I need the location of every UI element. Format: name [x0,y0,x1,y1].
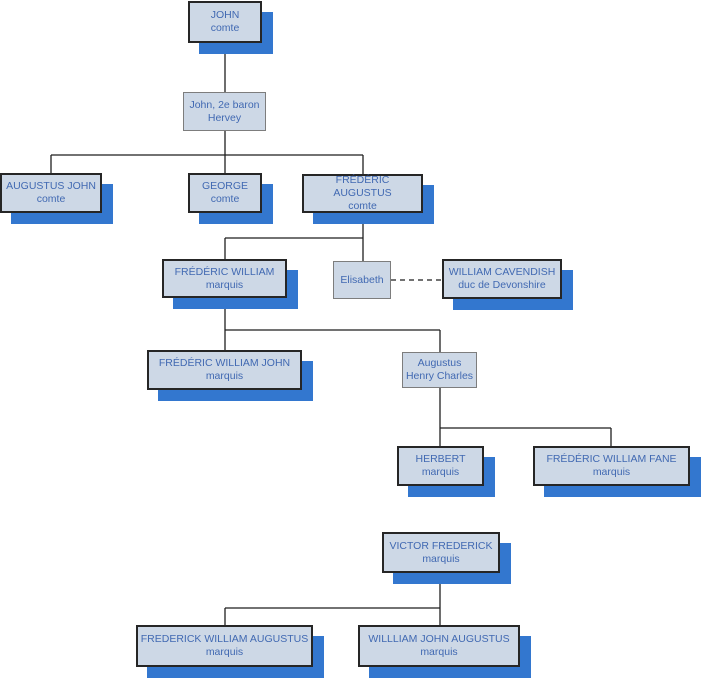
node-title: comte [210,193,240,205]
node-title: Henry Charles [405,370,474,382]
node-frederic-william-fane: FRÉDÉRIC WILLIAM FANE marquis [533,446,690,486]
node-augustus-henry-charles: Augustus Henry Charles [402,352,477,388]
node-title: comte [348,200,377,212]
node-frederic-william-john: FRÉDÉRIC WILLIAM JOHN marquis [147,350,302,390]
node-name: Augustus [417,357,462,369]
node-title: comte [36,193,66,205]
node-title: duc de Devonshire [458,279,546,291]
node-william-cavendish: WILLIAM CAVENDISH duc de Devonshire [442,259,562,299]
node-george: GEORGE comte [188,173,262,213]
node-name: WILLLIAM JOHN AUGUSTUS [368,633,510,645]
node-name: AUGUSTUS JOHN [6,180,96,192]
node-john-2e-baron-hervey: John, 2e baron Hervey [183,92,266,131]
node-name: Elisabeth [340,273,384,286]
node-name: FRÉDÉRIC WILLIAM [174,265,275,278]
node-elisabeth: Elisabeth [333,261,391,299]
node-name: VICTOR FREDERICK [389,539,493,552]
node-name: FRÉDÉRIC WILLIAM FANE [546,453,677,465]
node-name: John, 2e baron [189,98,260,111]
node-title: Hervey [207,111,242,124]
node-frederic-augustus: FRÉDÉRIC AUGUSTUS comte [302,174,423,213]
node-title: marquis [422,552,460,565]
node-title: comte [210,22,240,34]
node-name: FRÉDÉRIC WILLIAM JOHN [158,357,291,369]
node-name: WILLIAM CAVENDISH [448,266,556,278]
node-name: FREDERICK WILLIAM AUGUSTUS [140,633,309,645]
node-victor-frederick: VICTOR FREDERICK marquis [382,532,500,573]
node-willliam-john-augustus: WILLLIAM JOHN AUGUSTUS marquis [358,625,520,667]
node-name: GEORGE [201,180,249,192]
node-frederick-william-augustus: FREDERICK WILLIAM AUGUSTUS marquis [136,625,313,667]
node-title: marquis [205,646,244,658]
node-name: JOHN [210,9,240,21]
node-title: marquis [420,646,458,658]
node-john: JOHN comte [188,1,262,43]
node-title: marquis [421,466,460,478]
node-frederic-william: FRÉDÉRIC WILLIAM marquis [162,259,287,298]
node-title: marquis [205,370,244,382]
node-title: marquis [205,278,244,291]
node-name: FRÉDÉRIC AUGUSTUS [333,174,392,199]
node-name: HERBERT [415,453,466,465]
node-title: marquis [592,466,631,478]
node-herbert: HERBERT marquis [397,446,484,486]
node-augustus-john: AUGUSTUS JOHN comte [0,173,102,213]
